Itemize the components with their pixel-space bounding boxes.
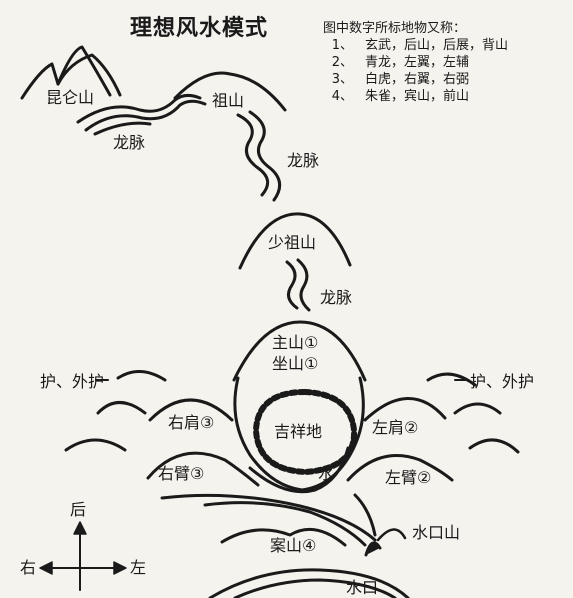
dragon-vein-label: 龙脉 <box>113 133 146 152</box>
water-label: 水 <box>318 464 335 483</box>
dragon-vein-ribbon <box>84 99 207 132</box>
shaozushan-label: 少祖山 <box>268 233 317 252</box>
protect-mountain-right <box>453 402 502 415</box>
dragon-vein-label: 龙脉 <box>287 151 320 170</box>
kunlun-mountain <box>20 45 112 100</box>
dragon-vein-ribbon <box>93 121 152 136</box>
kunlun-mountain-2 <box>56 53 122 97</box>
zushan-label: 祖山 <box>212 91 245 110</box>
dragon-vein <box>236 113 270 197</box>
water-ring <box>248 446 350 494</box>
left-arm-label: 左臂② <box>385 468 432 487</box>
auspicious-land-ring <box>253 389 358 475</box>
dragon-vein <box>248 110 282 202</box>
compass-arrow-right <box>113 561 127 575</box>
dragon-vein-label: 龙脉 <box>320 288 353 307</box>
compass-arrow-up <box>73 521 87 535</box>
anshan-label: 案山④ <box>270 536 317 555</box>
protect-mountain-left <box>116 370 167 382</box>
protect-mountain-left <box>96 401 147 415</box>
shaozushan-mountain <box>238 212 352 270</box>
legend-item: 2、青龙，左翼，左辅 <box>331 55 470 70</box>
water-stream <box>203 501 367 547</box>
legend: 图中数字所标地物又称： 1、玄武，后山，后展，背山 2、青龙，左翼，左辅 3、白… <box>323 20 508 105</box>
diagram-title: 理想风水模式 <box>130 16 269 41</box>
guard-left-label: 护、外护 <box>40 372 105 391</box>
water-outlet-stream <box>233 578 397 598</box>
water-stream <box>353 493 377 537</box>
legend-heading: 图中数字所标地物又称： <box>323 21 467 36</box>
guard-right-label: 护、外护 <box>470 372 535 391</box>
zushan-mountain <box>173 71 287 112</box>
dragon-vein <box>285 260 299 310</box>
legend-item: 3、白虎，右翼，右弼 <box>331 72 470 87</box>
main-mountain <box>232 320 367 382</box>
water-stream <box>160 493 377 542</box>
dragon-vein-ribbon <box>76 93 202 124</box>
compass-back-label: 后 <box>70 500 87 519</box>
legend-item: 1、玄武，后山，后展，背山 <box>331 38 509 53</box>
water-outlet-label: 水口 <box>346 578 379 597</box>
protect-mountain-right <box>426 372 477 387</box>
seat-mountain-label: 坐山① <box>272 354 319 373</box>
protect-mountain-left <box>64 438 127 452</box>
anshan-mountain <box>220 527 347 547</box>
compass-arrow-left <box>39 561 53 575</box>
auspicious-land-label: 吉祥地 <box>274 422 323 441</box>
kunlun-label: 昆仑山 <box>46 88 95 107</box>
compass-left-label: 左 <box>130 558 147 577</box>
legend-item: 4、朱雀，宾山，前山 <box>331 89 470 104</box>
water-mouth-mountain-label: 水口山 <box>412 523 461 542</box>
water-mouth-mountain <box>376 528 407 542</box>
protect-mountain-right <box>468 438 520 454</box>
right-shoulder-mountain <box>148 398 234 422</box>
left-arm-mountain <box>346 454 454 482</box>
right-arm-mountain <box>146 451 260 487</box>
left-shoulder-mountain <box>363 397 447 422</box>
main-mountain-label: 主山① <box>272 333 319 352</box>
compass-right-label: 右 <box>20 558 37 577</box>
right-arm-label: 右臂③ <box>158 464 205 483</box>
dragon-vein <box>296 258 311 312</box>
right-shoulder-label: 右肩③ <box>168 413 215 432</box>
left-shoulder-label: 左肩② <box>372 418 419 437</box>
inner-arm-left <box>233 376 304 492</box>
water-outlet-stream <box>208 568 410 598</box>
water-mouth-mountain <box>364 541 382 557</box>
